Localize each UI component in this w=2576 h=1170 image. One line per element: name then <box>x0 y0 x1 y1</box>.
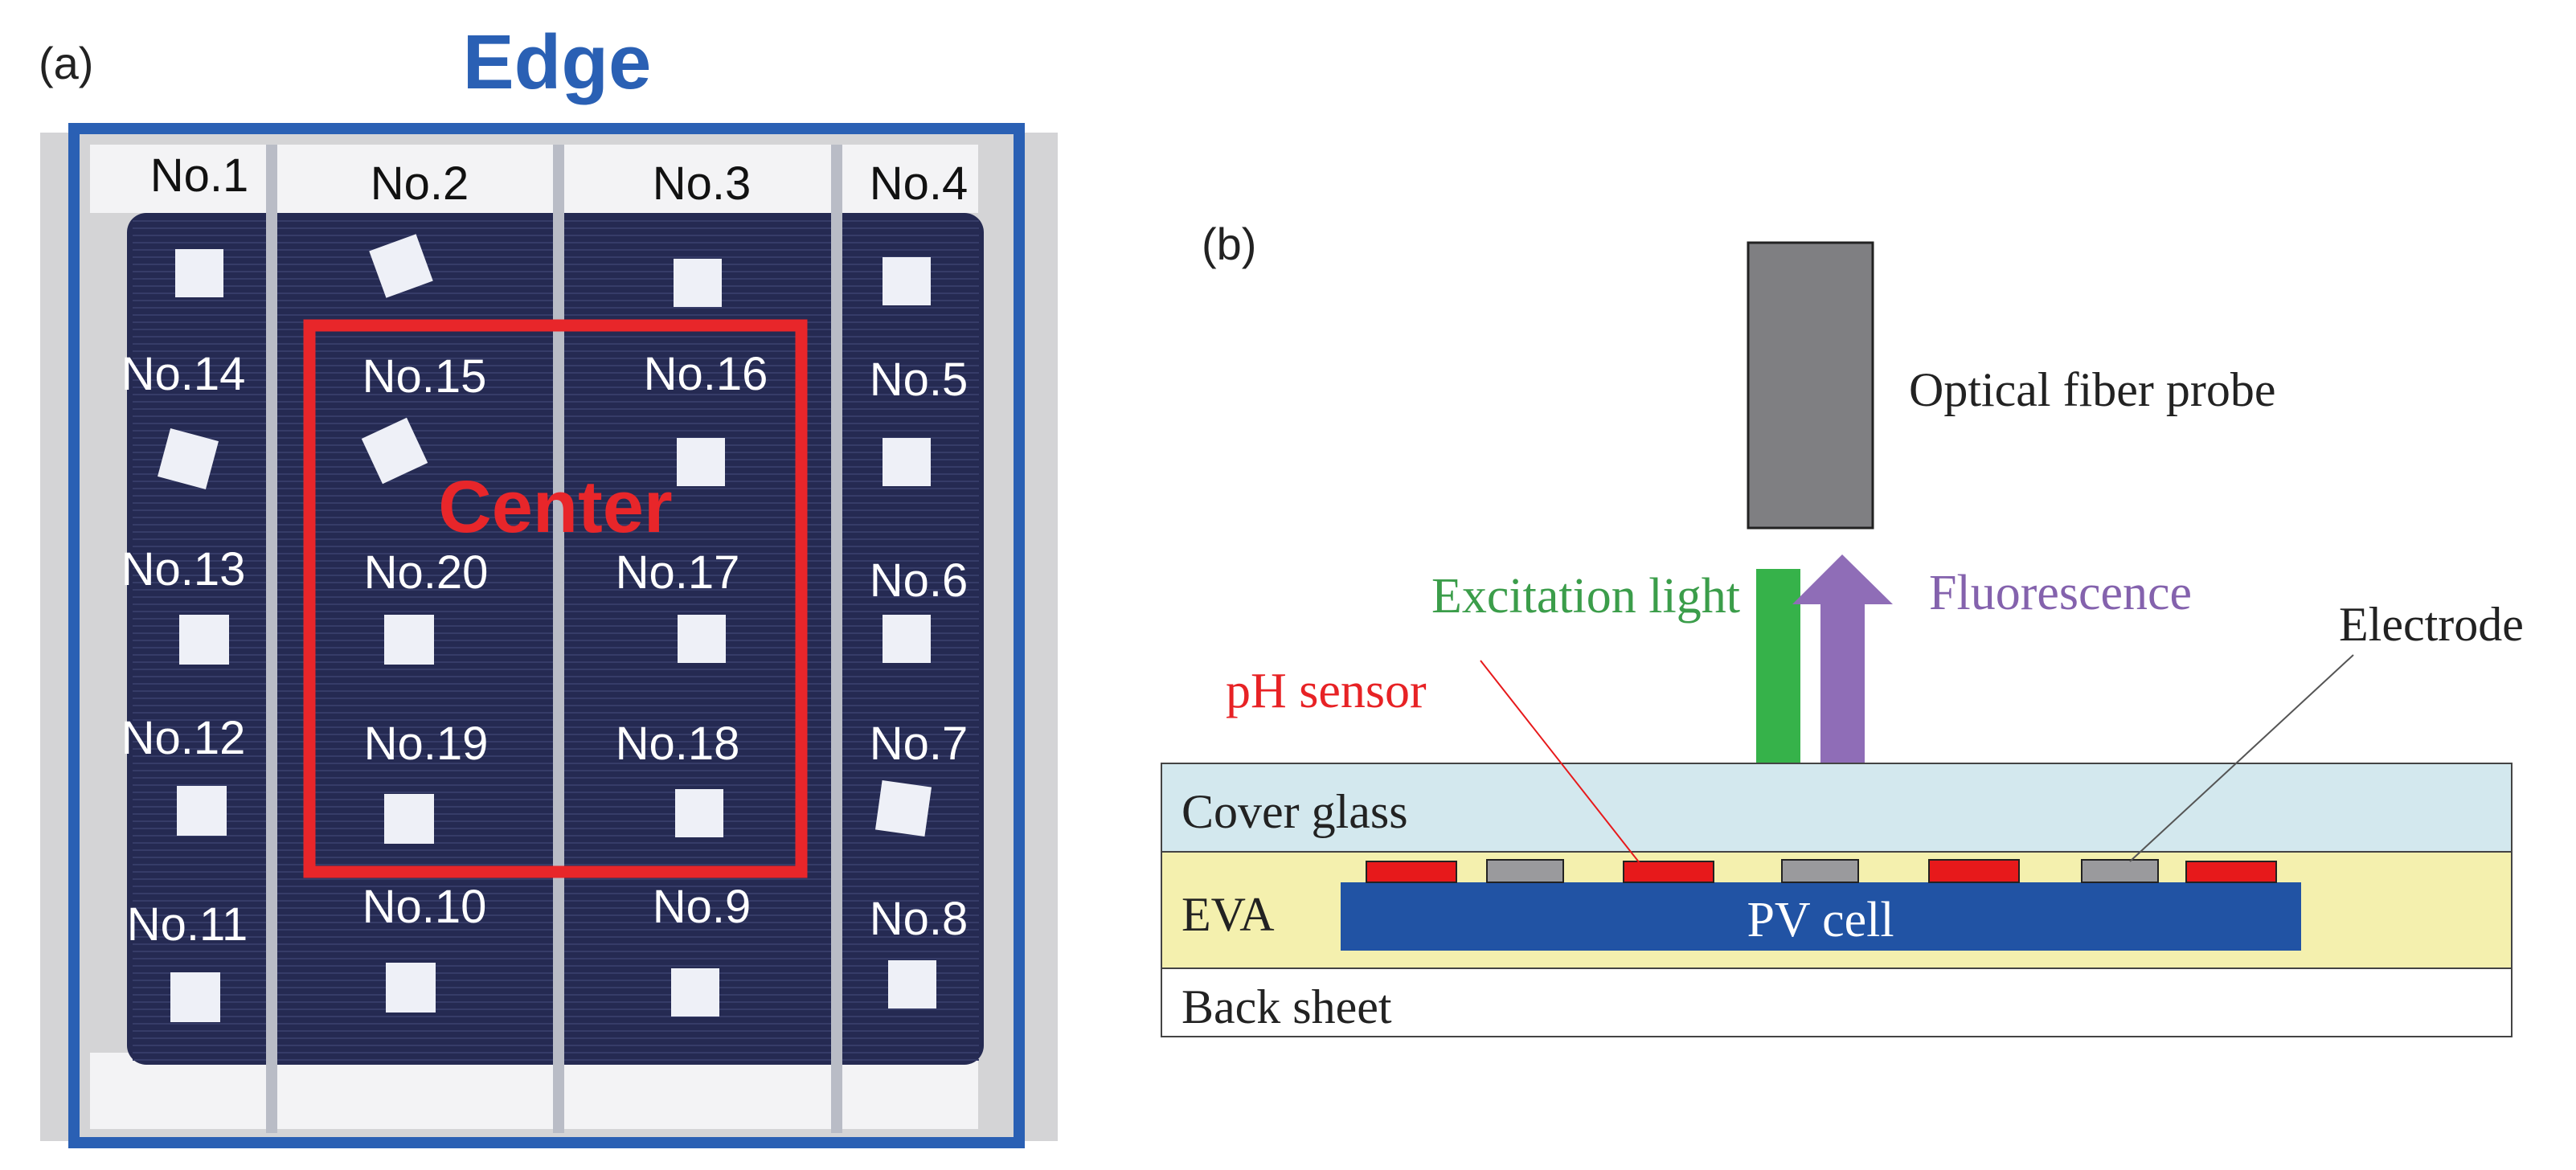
sample-labels: No.1 No.2 No.3 No.4 No.14 No.15 No.16 No… <box>121 149 969 951</box>
sample-label-9: No.9 <box>653 881 752 933</box>
electrode-leader <box>2129 654 2354 862</box>
electrode-patch <box>2081 859 2159 883</box>
excitation-arrow <box>1728 569 1829 878</box>
excitation-label: Excitation light <box>1431 569 1740 624</box>
sample-label-10: No.10 <box>362 881 487 933</box>
busbar-3 <box>831 145 842 1133</box>
ph-sensor-patch <box>2185 861 2277 883</box>
sample-square <box>883 615 931 663</box>
sample-square <box>384 794 434 844</box>
sample-label-20: No.20 <box>364 546 489 599</box>
sample-square <box>874 779 932 837</box>
sample-label-6: No.6 <box>870 554 969 607</box>
center-frame <box>303 319 808 878</box>
ph-sensor-patch <box>1366 861 1457 883</box>
sample-label-14: No.14 <box>121 348 246 400</box>
sample-label-16: No.16 <box>644 348 768 400</box>
sample-squares <box>158 234 936 1022</box>
ph-sensor-leader <box>1480 660 1640 864</box>
edge-frame <box>68 123 1025 1148</box>
cover-glass-label: Cover glass <box>1182 785 1408 838</box>
electrode-label: Electrode <box>2339 598 2524 651</box>
sensors-and-electrodes <box>1366 859 2277 883</box>
ph-sensor-patch <box>1928 859 2020 883</box>
electrode-patch <box>1781 859 1859 883</box>
sample-label-1: No.1 <box>150 149 249 202</box>
ph-sensor-label: pH sensor <box>1226 664 1427 718</box>
sample-label-2: No.2 <box>371 158 469 210</box>
sample-square <box>179 615 229 665</box>
sample-label-5: No.5 <box>870 354 969 406</box>
sample-label-15: No.15 <box>362 350 487 403</box>
sample-square <box>678 615 726 663</box>
sample-label-11: No.11 <box>127 898 248 951</box>
eva-label: EVA <box>1182 888 1275 941</box>
sample-square <box>674 259 722 307</box>
sample-label-7: No.7 <box>870 718 969 770</box>
sample-square <box>175 249 223 297</box>
fluorescence-label: Fluorescence <box>1929 566 2192 620</box>
busbar-2 <box>553 145 564 1133</box>
sample-square <box>677 438 725 486</box>
pv-cell-label: PV cell <box>1747 893 1894 947</box>
panel-b-label: (b) <box>1202 219 1256 269</box>
sample-square <box>361 417 428 485</box>
sample-square <box>384 615 434 665</box>
sample-label-8: No.8 <box>870 893 969 945</box>
sample-square <box>883 438 931 486</box>
bottom-strip <box>90 1053 978 1129</box>
sample-square <box>177 786 227 836</box>
edge-label: Edge <box>463 19 652 105</box>
busbar-1 <box>266 145 277 1133</box>
panel-b: (b) Optical fiber probe Excitation light… <box>1161 219 2524 1037</box>
pv-cell <box>1341 882 2301 951</box>
sample-label-18: No.18 <box>616 718 740 770</box>
sample-square <box>888 960 936 1008</box>
sample-square <box>675 789 723 837</box>
sample-label-4: No.4 <box>870 158 969 210</box>
sample-label-17: No.17 <box>616 546 740 599</box>
cover-glass-layer <box>1161 763 2513 853</box>
busbars <box>266 145 842 1133</box>
sample-square <box>170 972 220 1022</box>
label-strip <box>90 145 978 213</box>
sample-label-12: No.12 <box>121 712 246 764</box>
panel-a: (a) Edge <box>39 19 1058 1148</box>
back-sheet-label: Back sheet <box>1182 980 1392 1033</box>
sample-square <box>671 968 719 1017</box>
sample-label-13: No.13 <box>121 543 246 595</box>
sample-square <box>883 257 931 305</box>
sample-label-19: No.19 <box>364 718 489 770</box>
sample-square <box>369 234 433 298</box>
ph-sensor-patch <box>1623 861 1714 883</box>
sample-square <box>386 963 436 1012</box>
back-sheet-layer <box>1161 968 2513 1037</box>
panel-a-label: (a) <box>39 38 93 88</box>
fluorescence-arrow <box>1792 554 1893 845</box>
sample-label-3: No.3 <box>653 158 752 210</box>
center-label: Center <box>438 466 672 548</box>
probe-label: Optical fiber probe <box>1909 363 2275 416</box>
optical-fiber-probe <box>1747 241 1874 530</box>
sample-square <box>158 428 219 489</box>
electrode-patch <box>1486 859 1564 883</box>
